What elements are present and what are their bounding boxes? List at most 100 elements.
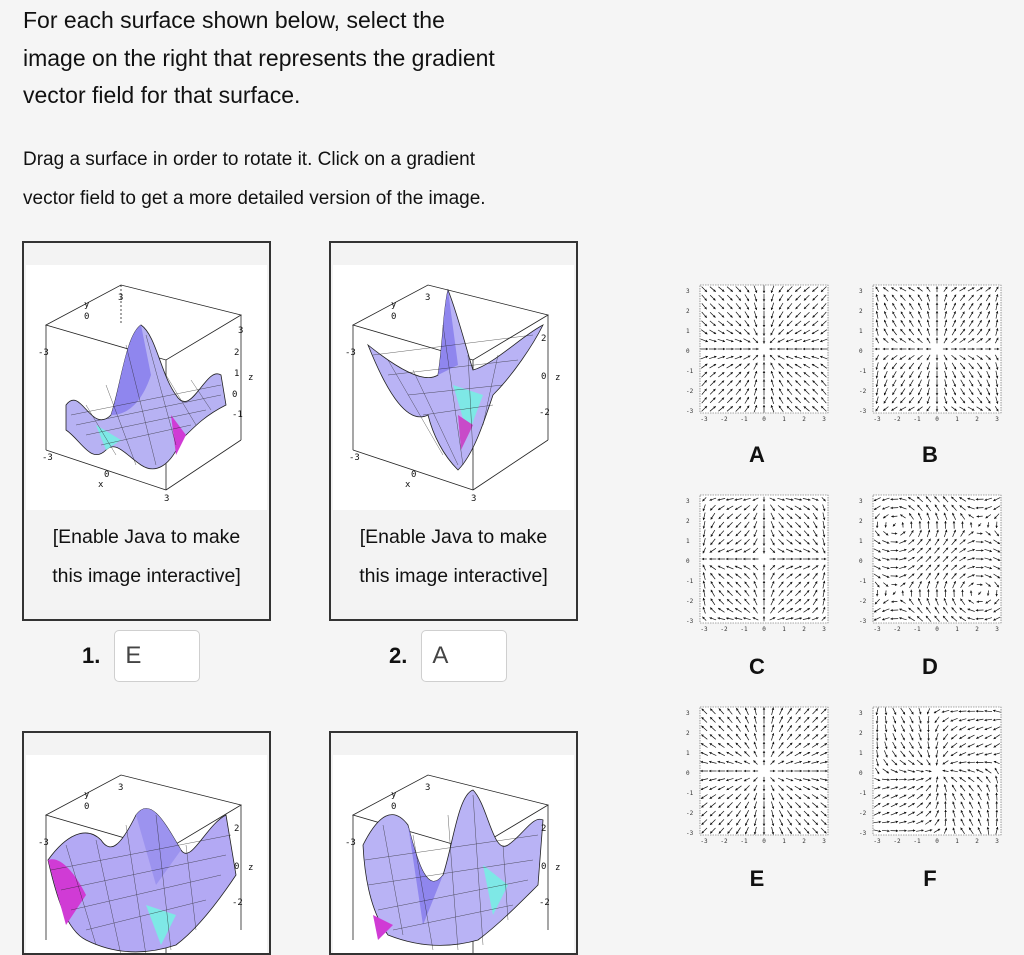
instructions-line-2: vector field to get a more detailed vers… (23, 188, 486, 209)
axis-tick-neg3: -3 (38, 348, 49, 358)
axis-z-tick-1: 1 (234, 369, 239, 379)
surface-plot-2[interactable]: y 0 3 -3 -3 x 0 3 z 2 0 -2 (333, 265, 574, 510)
surface-plot-3[interactable]: y 0 3 -3 z 2 0 -2 (26, 755, 267, 955)
axis-tick-neg3: -3 (38, 838, 49, 848)
java-caption-2: [Enable Java to make this image interact… (331, 518, 576, 596)
field-tick-left: -2 (686, 810, 694, 817)
field-tick-left: 2 (686, 730, 690, 737)
field-tick-left: 0 (686, 558, 690, 565)
field-tick-left: -3 (686, 408, 694, 415)
field-tick-left: 1 (859, 750, 863, 757)
axis-y-tick-3: 3 (425, 293, 430, 303)
answer-input-1[interactable] (114, 630, 200, 682)
question-text: For each surface shown below, select the… (23, 2, 583, 115)
surface-panel-4[interactable]: y 0 3 -3 z 2 0 -2 (329, 731, 578, 955)
answer-row-2: 2. (389, 630, 507, 682)
axis-z-tick-0: 0 (234, 862, 239, 872)
axis-x-tick-3: 3 (471, 494, 476, 504)
field-tick-bottom: -3 (873, 838, 881, 845)
axis-y-label: y (84, 300, 90, 310)
field-tick-left: 0 (859, 558, 863, 565)
field-tick-left: 3 (859, 498, 863, 505)
surface-panel-1[interactable]: y 0 3 -3 -3 x 0 3 z 3 2 1 0 -1 [Enable J… (22, 241, 271, 621)
axis-z-tick-2: 2 (541, 334, 546, 344)
field-tick-bottom: 3 (822, 838, 826, 845)
axis-x-tick-neg3: -3 (42, 453, 53, 463)
axis-x-tick-3: 3 (164, 494, 169, 504)
field-tick-bottom: -1 (913, 626, 921, 633)
field-tick-bottom: -2 (720, 626, 728, 633)
axis-y-label: y (84, 790, 90, 800)
axis-y-tick-3: 3 (118, 293, 123, 303)
field-tick-left: -2 (859, 810, 867, 817)
field-tick-bottom: -2 (720, 416, 728, 423)
vector-field-c-label: C (682, 654, 832, 680)
field-tick-left: -2 (859, 388, 867, 395)
field-tick-left: 3 (686, 710, 690, 717)
field-tick-bottom: -2 (893, 626, 901, 633)
field-tick-bottom: 1 (782, 626, 786, 633)
field-tick-bottom: 3 (995, 416, 999, 423)
surface-panel-2[interactable]: y 0 3 -3 -3 x 0 3 z 2 0 -2 [Enable Java … (329, 241, 578, 621)
surface-plot-1[interactable]: y 0 3 -3 -3 x 0 3 z 3 2 1 0 -1 (26, 265, 267, 510)
field-tick-left: -3 (686, 830, 694, 837)
field-tick-left: -1 (859, 368, 867, 375)
axis-z-label: z (555, 373, 560, 383)
instructions-line-1: Drag a surface in order to rotate it. Cl… (23, 149, 475, 170)
field-tick-bottom: -3 (700, 838, 708, 845)
caption-line-2: this image interactive] (52, 565, 241, 587)
field-tick-bottom: 3 (995, 838, 999, 845)
surface-panel-3[interactable]: y 0 3 -3 z 2 0 -2 (22, 731, 271, 955)
axis-z-label: z (248, 373, 253, 383)
vector-field-d-label: D (855, 654, 1005, 680)
axis-y-tick-3: 3 (118, 783, 123, 793)
field-tick-bottom: -1 (913, 416, 921, 423)
axis-z-tick-3: 3 (238, 326, 243, 336)
axis-z-tick-0: 0 (541, 862, 546, 872)
axis-tick-neg3: -3 (345, 348, 356, 358)
field-tick-bottom: -2 (893, 838, 901, 845)
axis-z-tick-2: 2 (234, 824, 239, 834)
field-tick-bottom: 3 (995, 626, 999, 633)
vector-field-e-label: E (682, 866, 832, 892)
field-tick-bottom: 2 (975, 416, 979, 423)
axis-z-tick-neg2: -2 (539, 898, 550, 908)
field-tick-bottom: 3 (822, 416, 826, 423)
field-tick-left: 1 (859, 538, 863, 545)
field-tick-bottom: -1 (740, 626, 748, 633)
field-tick-left: -3 (686, 618, 694, 625)
field-tick-bottom: 1 (955, 626, 959, 633)
field-tick-bottom: -2 (893, 416, 901, 423)
axis-x-tick-0: 0 (411, 470, 416, 480)
answer-input-2[interactable] (421, 630, 507, 682)
axis-x-tick-neg3: -3 (349, 453, 360, 463)
field-tick-bottom: 0 (935, 416, 939, 423)
axis-y-tick-3: 3 (425, 783, 430, 793)
field-tick-left: 2 (686, 518, 690, 525)
field-tick-bottom: -2 (720, 838, 728, 845)
field-tick-bottom: -3 (700, 626, 708, 633)
field-tick-left: 1 (686, 328, 690, 335)
field-tick-bottom: 2 (802, 838, 806, 845)
field-tick-bottom: -3 (700, 416, 708, 423)
answer-row-1: 1. (82, 630, 200, 682)
field-tick-left: 3 (686, 288, 690, 295)
field-tick-bottom: 2 (975, 626, 979, 633)
surface-plot-4[interactable]: y 0 3 -3 z 2 0 -2 (333, 755, 574, 955)
caption-line-2: this image interactive] (359, 565, 548, 587)
field-tick-left: 3 (859, 288, 863, 295)
field-tick-bottom: 1 (955, 416, 959, 423)
question-line-2: image on the right that represents the g… (23, 45, 495, 71)
